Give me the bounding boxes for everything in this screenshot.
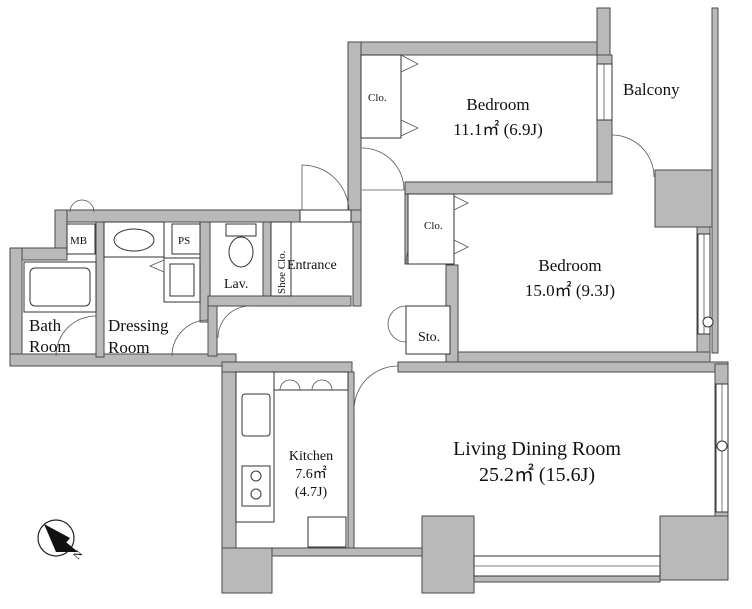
bedroom1-name: Bedroom <box>466 95 529 114</box>
kitchen-name: Kitchen <box>289 449 333 464</box>
storage-label: Sto. <box>418 330 440 345</box>
mb-label: MB <box>70 235 87 247</box>
bath-label-1: Bath <box>29 316 62 335</box>
closets <box>270 54 469 355</box>
walls <box>9 7 729 594</box>
bath-label-2: Room <box>29 337 71 356</box>
bedroom2-name: Bedroom <box>538 256 601 275</box>
kitchen-area: 7.6㎡ <box>295 466 327 482</box>
windows <box>473 63 729 577</box>
bedroom1-area: 11.1㎡ (6.9J) <box>453 120 543 139</box>
closet1-label: Clo. <box>368 92 387 104</box>
doors <box>55 134 655 411</box>
fixtures <box>23 221 349 548</box>
ldk-name: Living Dining Room <box>453 438 621 460</box>
balcony-label: Balcony <box>623 80 680 99</box>
bedroom2-area: 15.0㎡ (9.3J) <box>525 281 615 300</box>
closet2-label: Clo. <box>424 220 443 232</box>
compass: N <box>37 519 85 562</box>
shoe-closet-label: Shoe Clo. <box>276 250 288 294</box>
dressing-label-1: Dressing <box>108 316 169 335</box>
labels: Bedroom 11.1㎡ (6.9J) Bedroom 15.0㎡ (9.3J… <box>29 80 680 500</box>
kitchen-area-j: (4.7J) <box>295 485 328 500</box>
compass-north-label: N <box>71 548 85 562</box>
ps-label: PS <box>178 235 190 247</box>
entrance-label: Entrance <box>287 258 337 273</box>
dressing-label-2: Room <box>108 338 150 357</box>
lav-label: Lav. <box>224 277 248 292</box>
ldk-area: 25.2㎡ (15.6J) <box>479 462 595 486</box>
